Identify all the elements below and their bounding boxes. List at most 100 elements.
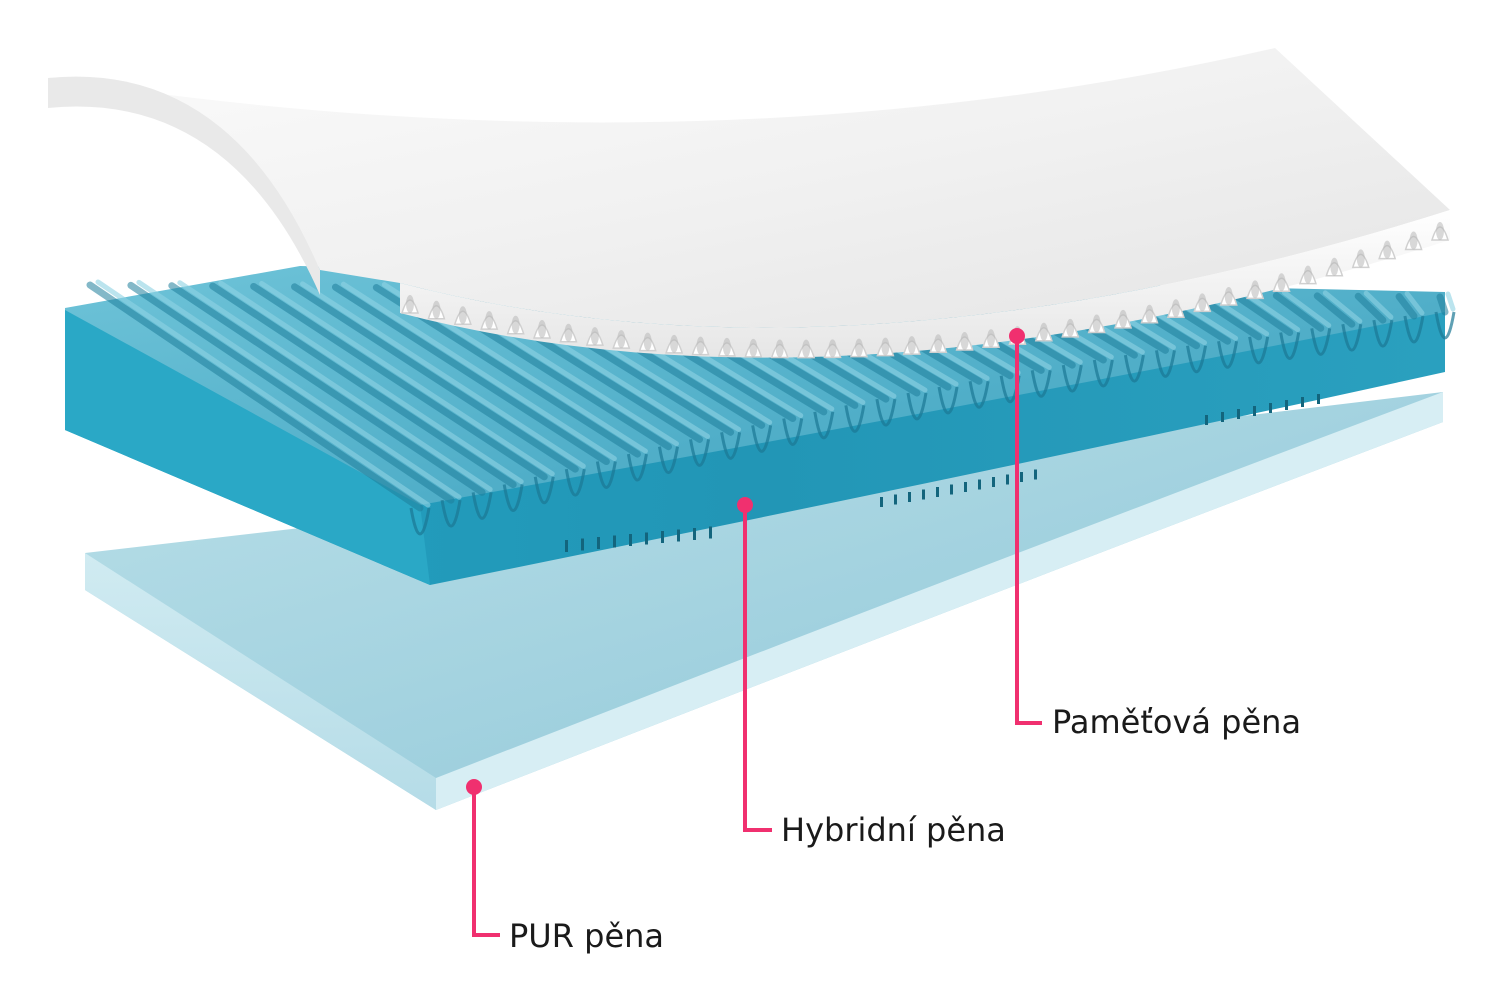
hybrid-slot [992, 477, 995, 487]
memory-scallop-shadow [828, 339, 837, 358]
memory-scallop-shadow [1356, 249, 1365, 268]
memory-scallop-shadow [590, 327, 599, 346]
memory-scallop-shadow [1039, 322, 1048, 341]
memory-scallop-shadow [1092, 314, 1101, 333]
hybrid-rib-highlight [1404, 291, 1425, 316]
hybrid-rib-highlight [259, 280, 555, 477]
hybrid-rib [1354, 292, 1387, 324]
hybrid-rib-highlight [218, 280, 524, 485]
memory-scallop-shadow [907, 336, 916, 355]
memory-scallop-shadow [722, 337, 731, 356]
memory-scallop-shadow [749, 338, 758, 357]
hybrid-slot [1269, 403, 1272, 413]
hybrid-slot [565, 540, 568, 552]
memory-scallop-shadow [406, 295, 414, 313]
hybrid-slot [709, 526, 712, 539]
hybrid-slot [629, 534, 632, 546]
hybrid-slot [978, 479, 981, 490]
memory-scallop-shadow [802, 339, 811, 358]
hybrid-slot [645, 532, 648, 545]
memory-scallop-shadow [1224, 287, 1233, 306]
callout-hybrid-foam [737, 497, 772, 832]
hybrid-rib [291, 283, 579, 473]
memory-scallop-shadow [643, 332, 652, 351]
memory-scallop-shadow [617, 330, 626, 349]
hybrid-slot [661, 531, 664, 543]
memory-scallop-shadow [564, 323, 573, 342]
hybrid-slot [1006, 474, 1009, 485]
memory-scallop-shadow [1383, 240, 1392, 259]
memory-scallop-shadow [696, 336, 705, 355]
memory-foam-front [400, 210, 1450, 358]
memory-scallop-shadow [934, 334, 943, 353]
callout-line [472, 787, 500, 937]
memory-foam-left-side [48, 76, 320, 295]
hybrid-rib [168, 282, 486, 496]
hybrid-slot [693, 528, 696, 540]
hybrid-slot [1221, 412, 1224, 422]
callout-line [1015, 336, 1042, 725]
hybrid-rib [1395, 293, 1418, 320]
memory-scallop-shadow [1277, 273, 1286, 292]
memory-scallop-shadow [1251, 280, 1260, 299]
memory-scallop-shadow [1171, 299, 1180, 318]
callout-line [743, 505, 772, 832]
hybrid-front-wave [409, 311, 1456, 536]
memory-scallop-shadow [432, 300, 441, 319]
hybrid-slot [1301, 397, 1304, 407]
hybrid-rib [86, 281, 424, 512]
pur-foam-side-edge [436, 392, 1443, 810]
pur-foam-label: PUR pěna [509, 917, 665, 955]
memory-scallop-shadow [960, 331, 969, 350]
pur-foam-layer [85, 392, 1443, 810]
memory-scallop-shadow [854, 338, 863, 357]
hybrid-slot [1285, 400, 1288, 410]
memory-scallop-shadow [1119, 309, 1128, 328]
hybrid-slot [908, 492, 911, 502]
memory-scallop-shadow [1303, 265, 1312, 284]
hybrid-rib-highlight [1445, 291, 1456, 312]
hybrid-rib [1272, 292, 1325, 332]
hybrid-slot [677, 529, 680, 542]
memory-scallop-shadow [1198, 293, 1207, 312]
hybrid-rib-highlight [95, 279, 431, 508]
memory-foam-top [48, 48, 1450, 328]
hybrid-slot [1205, 415, 1208, 425]
hybrid-slot [1020, 472, 1023, 482]
hybrid-rib [250, 282, 548, 481]
memory-foam-scallops [400, 222, 1450, 359]
hybrid-rib-highlight [1281, 290, 1332, 328]
hybrid-slot [894, 494, 897, 505]
hybrid-slot [964, 482, 967, 492]
hybrid-foam-left-side [65, 310, 430, 585]
memory-scallop-shadow [1436, 222, 1444, 240]
memory-scallop-shadow [775, 339, 784, 358]
hybrid-foam-label: Hybridní pěna [781, 811, 1006, 849]
hybrid-rib-highlight [340, 281, 617, 462]
hybrid-rib [1436, 293, 1449, 316]
hybrid-rib-highlight [177, 280, 493, 492]
memory-scallop-shadow [485, 311, 494, 330]
hybrid-rib [127, 281, 455, 504]
memory-foam-label: Paměťová pěna [1052, 703, 1302, 741]
memory-scallop-shadow [881, 337, 890, 356]
memory-scallop-shadow [987, 329, 996, 348]
memory-scallop-shadow [1066, 318, 1075, 337]
hybrid-rib-highlight [136, 279, 462, 500]
memory-scallop-shadow [511, 315, 520, 334]
hybrid-rib-highlight [300, 281, 586, 469]
memory-scallop-shadow [670, 334, 679, 353]
hybrid-rib [209, 282, 517, 489]
hybrid-slot [1253, 406, 1256, 416]
memory-scallop-shadow [458, 306, 467, 325]
memory-scallop-shadow [1330, 257, 1339, 276]
memory-foam-layer [48, 48, 1450, 359]
hybrid-rib-highlight [1363, 290, 1394, 320]
hybrid-rib [1313, 292, 1356, 328]
hybrid-slot [1237, 409, 1240, 419]
hybrid-slot [936, 487, 939, 497]
pur-foam-front-edge [85, 553, 436, 810]
hybrid-slot [597, 537, 600, 549]
hybrid-slot [613, 535, 616, 548]
